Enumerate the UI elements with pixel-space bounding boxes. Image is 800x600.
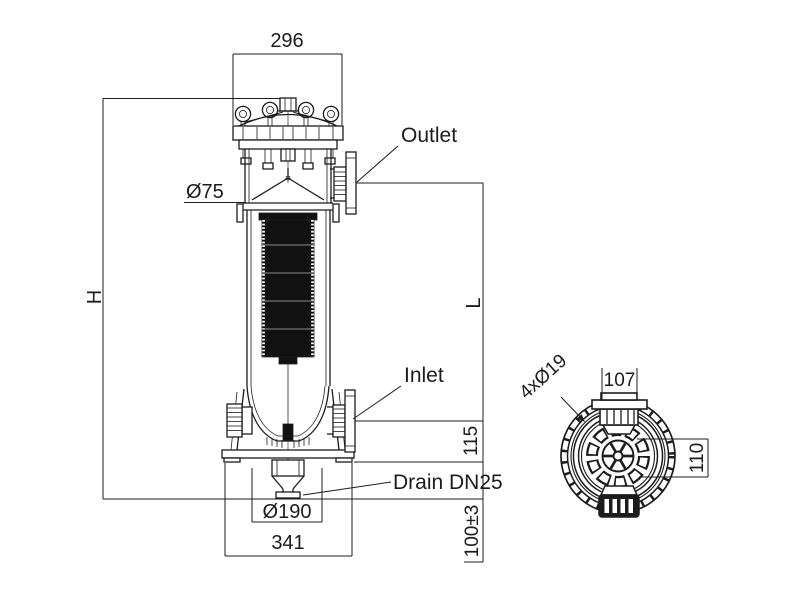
top-view: 107 4xØ19 110 (515, 350, 709, 518)
dim-296-label: 296 (270, 30, 303, 52)
clamp-studs (240, 148, 336, 170)
bolt-lug-ring (561, 399, 675, 513)
dim-h-label: H (84, 290, 106, 304)
inlet-nozzle (327, 389, 356, 453)
lid-clamp-ring (232, 125, 344, 150)
inlet-label: Inlet (404, 364, 444, 387)
dim-341-label: 341 (271, 532, 304, 554)
front-view-dimensions: 296 H L 115 100±3 Ø75 Outlet Inlet Drain… (84, 30, 503, 563)
dim-l-label: L (463, 297, 485, 308)
drain-valve (271, 459, 305, 499)
dim-4xd19-label: 4xØ19 (515, 350, 571, 403)
filter-element (258, 212, 318, 442)
eye-bolts (234, 101, 340, 127)
dim-d75-label: Ø75 (186, 181, 224, 203)
dim-107-label: 107 (604, 370, 636, 391)
side-cap (226, 403, 253, 438)
dim-100-label: 100±3 (462, 505, 483, 558)
dim-d190-label: Ø190 (263, 501, 312, 523)
outlet-label: Outlet (401, 124, 457, 147)
leader-arrow (577, 414, 585, 422)
body-shoulder (236, 202, 340, 223)
bottom-port (598, 485, 640, 518)
vessel-neck (244, 149, 332, 203)
hub-wheel (601, 439, 635, 473)
top-port (591, 392, 648, 435)
clamp-arcs (572, 414, 664, 498)
vent-plug (277, 97, 299, 112)
vessel-body (246, 210, 331, 386)
front-view (221, 97, 357, 499)
outlet-nozzle (330, 151, 357, 215)
drain-label: Drain DN25 (393, 471, 503, 494)
bowl-serration (266, 437, 310, 448)
dim-110-label: 110 (687, 443, 708, 473)
dim-115-label: 115 (461, 426, 482, 456)
